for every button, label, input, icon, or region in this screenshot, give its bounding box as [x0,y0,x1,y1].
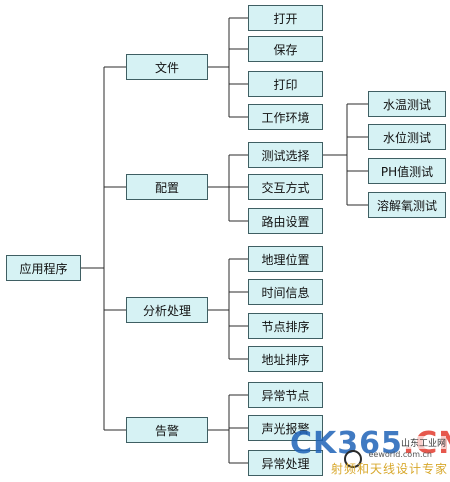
child-node: 声光报警 [248,415,323,441]
watermark-seal-icon [344,450,362,468]
child-node: 节点排序 [248,313,323,339]
child-node: 异常节点 [248,382,323,408]
category-node: 文件 [126,54,208,80]
watermark-url: eeworld.com.cn [368,450,432,459]
test-option-node: 水温测试 [368,91,446,117]
test-option-node: 水位测试 [368,124,446,150]
child-node: 打开 [248,5,323,31]
child-node: 异常处理 [248,450,323,476]
child-node: 路由设置 [248,208,323,234]
root-node: 应用程序 [6,255,81,281]
test-option-node: 溶解氧测试 [368,192,446,218]
category-node: 分析处理 [126,297,208,323]
test-option-node: PH值测试 [368,158,446,184]
child-node: 打印 [248,71,323,97]
watermark-slogan: 射频和天线设计专家 [330,462,448,476]
child-node: 地址排序 [248,346,323,372]
child-node: 交互方式 [248,174,323,200]
child-node: 保存 [248,36,323,62]
child-node: 时间信息 [248,279,323,305]
child-node: 工作环境 [248,104,323,130]
watermark: CK365.CN 山东工业网 eeworld.com.cn 射频和天线设计专家 [278,422,450,482]
child-node: 测试选择 [248,142,323,168]
category-node: 告警 [126,417,208,443]
category-node: 配置 [126,174,208,200]
child-node: 地理位置 [248,246,323,272]
watermark-brand: 山东工业网 [400,436,446,449]
